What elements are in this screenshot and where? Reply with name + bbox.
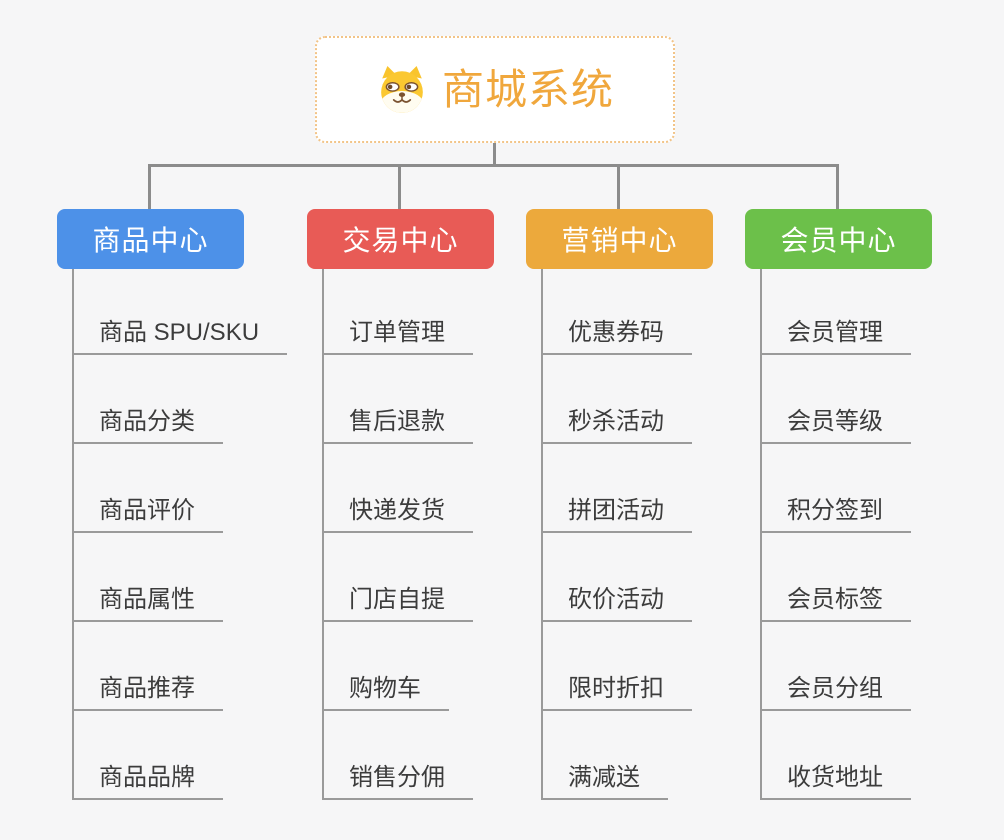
- branch-trade-center: 交易中心 订单管理 售后退款 快递发货 门店自提 购物车 销售分佣: [307, 209, 567, 809]
- branch-member-center: 会员中心 会员管理 会员等级 积分签到 会员标签 会员分组 收货地址: [745, 209, 1004, 809]
- leaf-node[interactable]: 购物车: [322, 674, 449, 711]
- branch-header-trade-center[interactable]: 交易中心: [307, 209, 494, 269]
- connector-drop-marketing: [617, 164, 620, 210]
- leaf-node[interactable]: 订单管理: [322, 318, 473, 355]
- leaf-node[interactable]: 商品 SPU/SKU: [72, 318, 288, 355]
- root-node-label: 商城系统: [441, 65, 614, 113]
- branch-trunk-line: [322, 269, 324, 800]
- leaf-node[interactable]: 会员等级: [760, 407, 911, 444]
- branch-trunk-line: [760, 269, 762, 800]
- leaf-node[interactable]: 满减送: [541, 763, 668, 800]
- branch-trunk-line: [72, 269, 74, 800]
- leaf-node[interactable]: 优惠券码: [541, 318, 692, 355]
- branch-product-center: 商品中心 商品 SPU/SKU 商品分类 商品评价 商品属性 商品推荐 商品品牌: [57, 209, 317, 809]
- leaf-node[interactable]: 收货地址: [760, 763, 911, 800]
- shiba-dog-face-icon: [381, 65, 423, 113]
- connector-drop-member: [836, 164, 839, 210]
- branch-marketing-center: 营销中心 优惠券码 秒杀活动 拼团活动 砍价活动 限时折扣 满减送: [526, 209, 786, 809]
- leaf-node[interactable]: 限时折扣: [541, 674, 692, 711]
- leaf-node[interactable]: 商品品牌: [72, 763, 223, 800]
- leaf-node[interactable]: 快递发货: [322, 496, 473, 533]
- leaf-node[interactable]: 会员管理: [760, 318, 911, 355]
- branch-header-marketing-center[interactable]: 营销中心: [526, 209, 713, 269]
- leaf-node[interactable]: 门店自提: [322, 585, 473, 622]
- branch-header-product-center[interactable]: 商品中心: [57, 209, 244, 269]
- leaf-node[interactable]: 秒杀活动: [541, 407, 692, 444]
- connector-root-stem: [493, 143, 496, 166]
- leaf-node[interactable]: 商品属性: [72, 585, 223, 622]
- leaf-node[interactable]: 积分签到: [760, 496, 911, 533]
- connector-drop-product: [148, 164, 151, 210]
- leaf-node[interactable]: 拼团活动: [541, 496, 692, 533]
- leaf-node[interactable]: 售后退款: [322, 407, 473, 444]
- connector-rail: [148, 164, 839, 167]
- root-node-mall-system[interactable]: 商城系统: [315, 36, 675, 143]
- leaf-node[interactable]: 销售分佣: [322, 763, 473, 800]
- leaf-node[interactable]: 会员分组: [760, 674, 911, 711]
- leaf-node[interactable]: 商品评价: [72, 496, 223, 533]
- leaf-node[interactable]: 商品推荐: [72, 674, 223, 711]
- leaf-node[interactable]: 会员标签: [760, 585, 911, 622]
- branch-header-member-center[interactable]: 会员中心: [745, 209, 932, 269]
- branch-trunk-line: [541, 269, 543, 800]
- leaf-node[interactable]: 商品分类: [72, 407, 223, 444]
- connector-drop-trade: [398, 164, 401, 210]
- leaf-node[interactable]: 砍价活动: [541, 585, 692, 622]
